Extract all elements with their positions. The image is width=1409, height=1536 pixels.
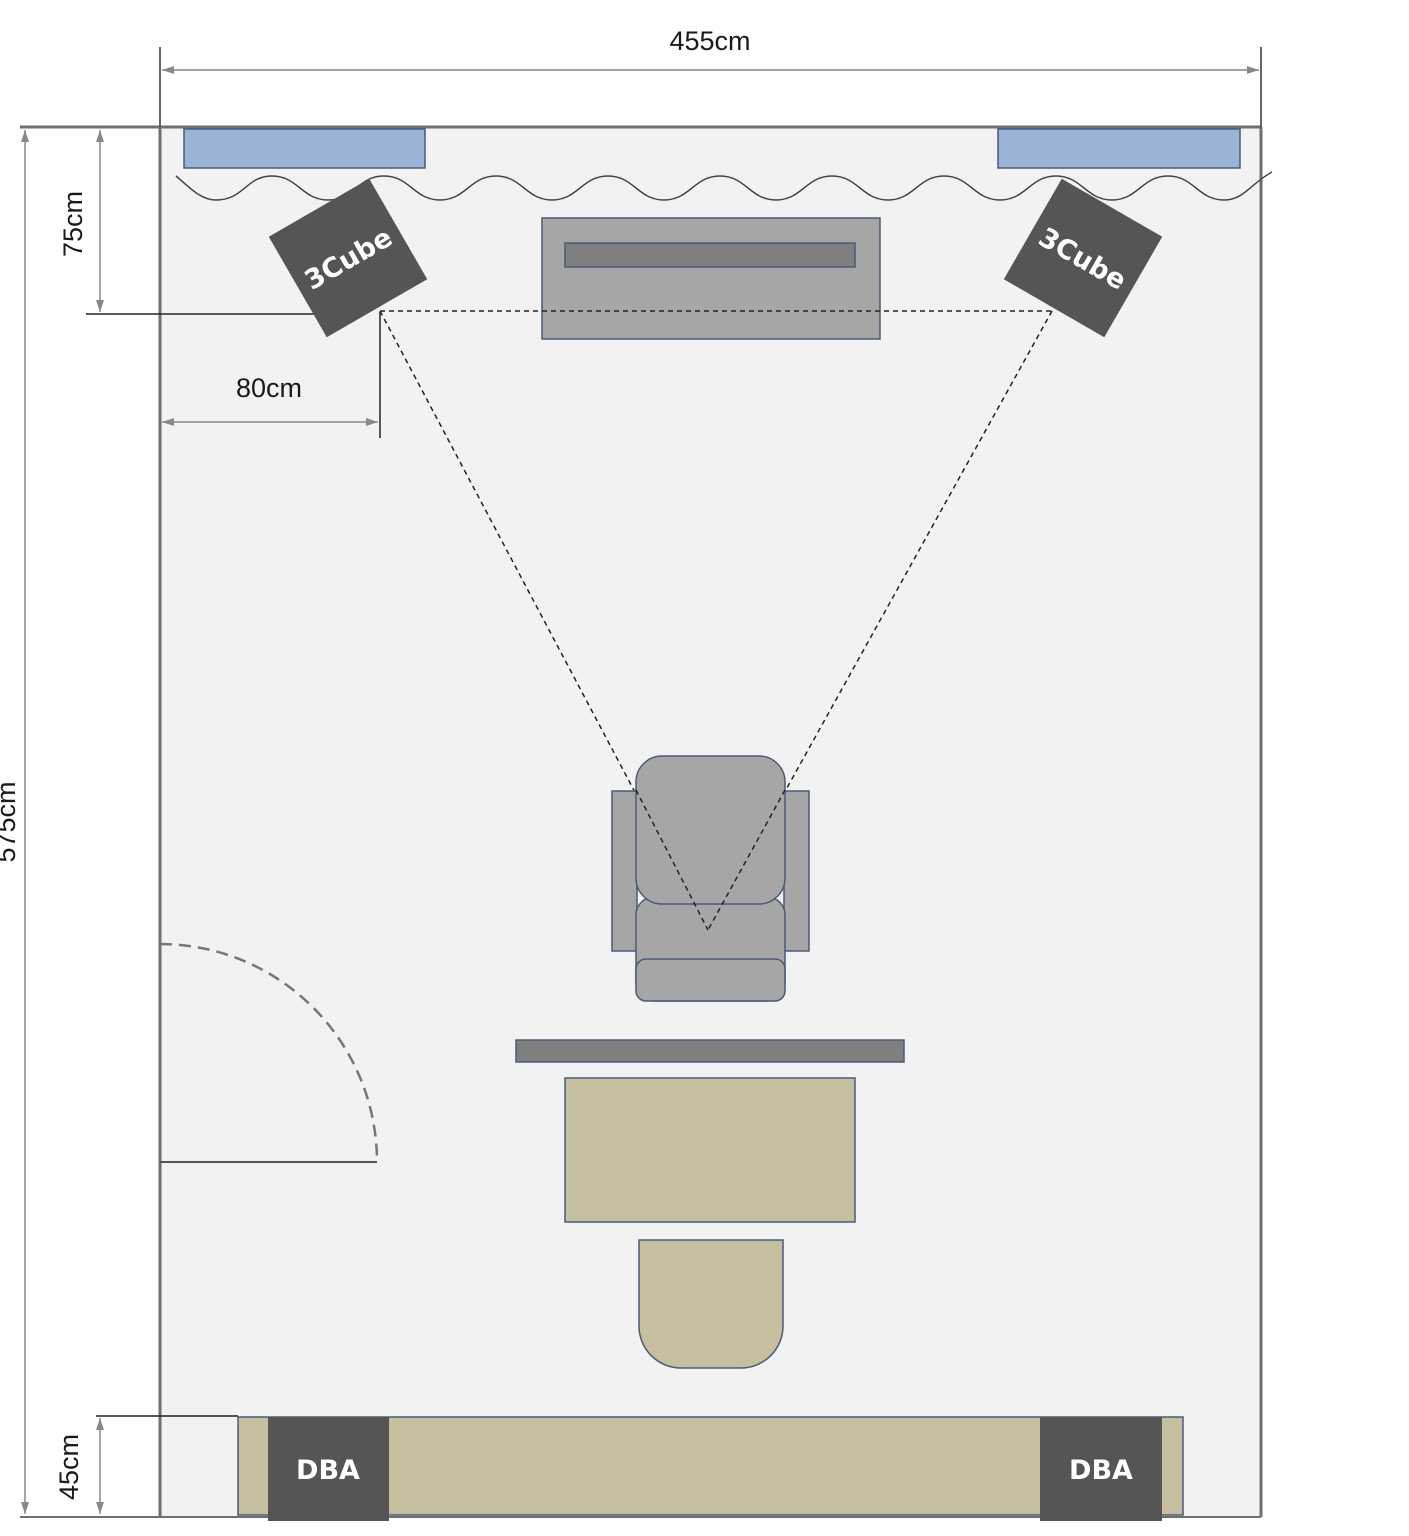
chair-armrest-right: [783, 790, 810, 952]
length-label: 575cm: [0, 781, 21, 862]
door-swing-arc: [159, 942, 379, 1163]
dba-depth-dimension: 45cm: [54, 1415, 238, 1514]
speaker-depth-label: 75cm: [58, 191, 88, 257]
desk-bar: [515, 1039, 905, 1063]
listening-chair: [611, 755, 810, 1002]
acoustic-panel-right: [997, 128, 1241, 169]
chair-seat-front: [635, 958, 786, 1002]
rear-bench: [237, 1416, 1184, 1516]
speaker-right: 3Cube: [1003, 178, 1163, 338]
listening-triangle: [379, 310, 1053, 931]
door: [159, 942, 379, 1163]
dba-right: DBA: [1040, 1417, 1162, 1521]
speaker-side-dimension: 80cm: [162, 312, 381, 438]
chair-armrest-left: [611, 790, 638, 952]
dba-left: DBA: [268, 1417, 389, 1521]
width-dimension: 455cm: [159, 26, 1262, 127]
ottoman: [638, 1239, 784, 1369]
coffee-table: [564, 1077, 856, 1223]
length-dimension: 575cm: [0, 130, 29, 1514]
dba-left-label: DBA: [296, 1455, 360, 1486]
chair-backrest: [635, 755, 786, 905]
speaker-depth-dimension: 75cm: [58, 130, 350, 315]
dba-depth-label: 45cm: [54, 1434, 84, 1500]
speaker-left: 3Cube: [268, 178, 428, 338]
media-console: [541, 217, 881, 340]
width-label: 455cm: [669, 26, 750, 56]
speaker-side-label: 80cm: [236, 373, 302, 403]
acoustic-panel-left: [183, 128, 426, 169]
tv-display: [564, 242, 856, 268]
dba-right-label: DBA: [1069, 1455, 1133, 1486]
